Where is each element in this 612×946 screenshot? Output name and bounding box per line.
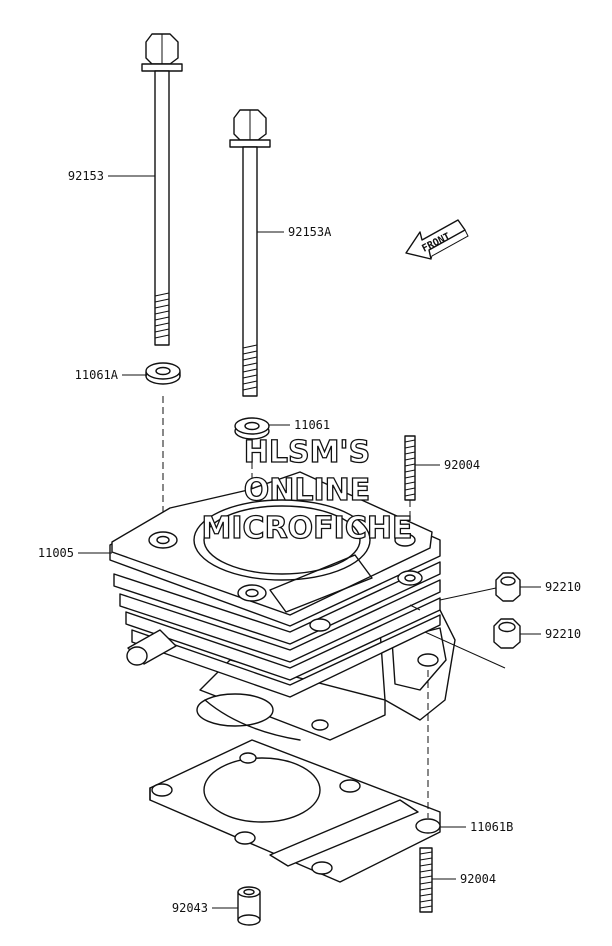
- washer-11061A: [145, 362, 181, 385]
- label-92153A: 92153A: [288, 225, 332, 239]
- watermark: HLSM'S ONLINE MICROFICHE: [201, 434, 413, 546]
- nut-lower: [493, 618, 521, 649]
- label-11061A: 11061A: [75, 368, 119, 382]
- label-11061: 11061: [294, 418, 330, 432]
- label-92210-lower: 92210: [545, 627, 581, 641]
- base-gasket: [149, 739, 441, 883]
- label-92153: 92153: [68, 169, 104, 183]
- watermark-line-1: HLSM'S: [244, 435, 370, 470]
- stud-upper: [404, 435, 416, 501]
- washer-11061: [234, 417, 270, 440]
- watermark-line-3: MICROFICHE: [202, 511, 413, 546]
- nut-upper: [495, 572, 521, 602]
- watermark-line-2: ONLINE: [244, 473, 371, 508]
- front-arrow-icon: FRONT: [405, 219, 469, 260]
- cylinder-block: [109, 471, 456, 741]
- label-92004-lower: 92004: [460, 872, 496, 886]
- label-92004-upper: 92004: [444, 458, 480, 472]
- label-92043: 92043: [172, 901, 208, 915]
- label-11061B: 11061B: [470, 820, 513, 834]
- dowel-pin: [237, 886, 261, 926]
- label-11005: 11005: [38, 546, 74, 560]
- stud-lower: [419, 847, 433, 913]
- long-bolt: [141, 33, 183, 346]
- label-92210-upper: 92210: [545, 580, 581, 594]
- short-bolt: [229, 109, 271, 397]
